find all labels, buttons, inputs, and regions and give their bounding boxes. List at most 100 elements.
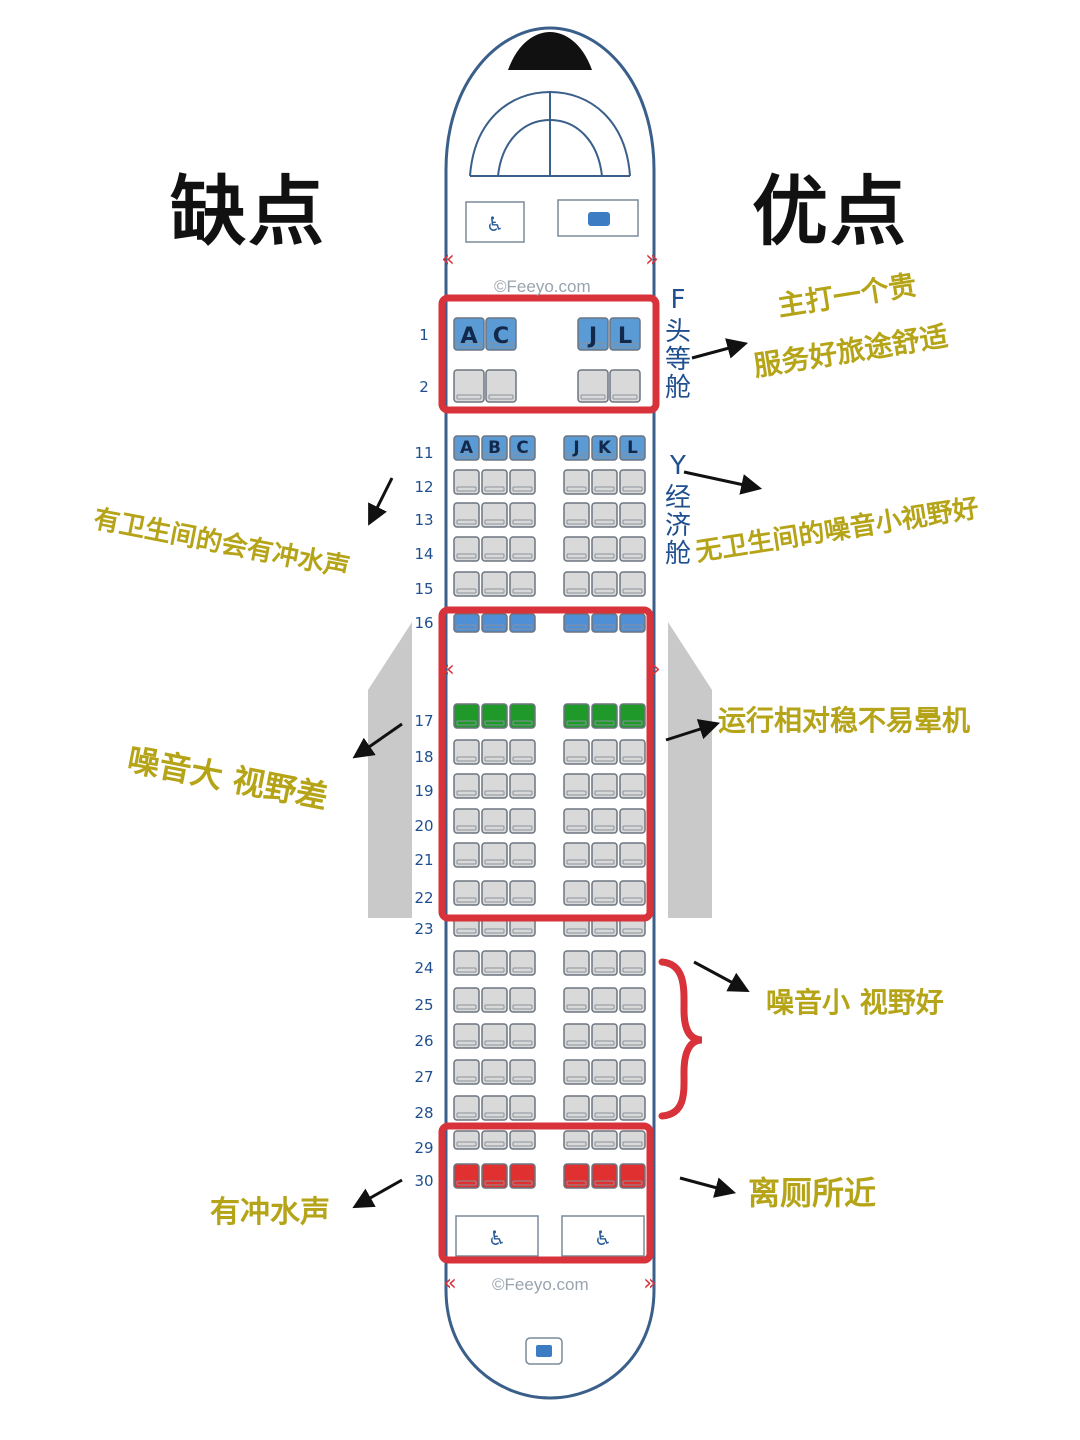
seat-19B	[481, 773, 508, 799]
seat-11B-letter: B	[488, 437, 501, 457]
seat-21L	[619, 842, 646, 868]
seat-22J-cushion	[566, 897, 587, 903]
seat-24C-cushion	[512, 967, 533, 973]
seat-14B	[481, 536, 508, 562]
seat-15B	[481, 571, 508, 597]
seat-1L-cushion	[612, 342, 638, 348]
note-rear-pro: 离厕所近	[748, 1174, 877, 1212]
arrow-rear-mid-pro	[693, 960, 750, 992]
seat-26B	[481, 1023, 508, 1049]
seat-17C	[509, 703, 536, 729]
seat-19L-cushion	[622, 790, 643, 796]
seat-25K-cushion	[594, 1004, 615, 1010]
seat-25B-cushion	[484, 1004, 505, 1010]
seat-26J-cushion	[566, 1040, 587, 1046]
seat-13B-cushion	[484, 519, 505, 525]
seat-14L	[619, 536, 646, 562]
seat-19K	[591, 773, 618, 799]
row-number-23: 23	[414, 920, 433, 938]
seat-21B-cushion	[484, 859, 505, 865]
seat-18C	[509, 739, 536, 765]
seat-28B	[481, 1095, 508, 1121]
seat-29K	[591, 1130, 618, 1150]
seat-16L-cushion	[622, 624, 643, 630]
seat-17J	[563, 703, 590, 729]
seat-17B-cushion	[484, 720, 505, 726]
seat-18K	[591, 739, 618, 765]
seat-16A-cushion	[456, 624, 477, 630]
row-number-18: 18	[414, 748, 433, 766]
seat-17A	[453, 703, 480, 729]
seat-28C-cushion	[512, 1112, 533, 1118]
seat-16B-cushion	[484, 624, 505, 630]
seat-21L-cushion	[622, 859, 643, 865]
seat-22B-cushion	[484, 897, 505, 903]
row-number-2: 2	[419, 378, 429, 396]
seat-13J	[563, 502, 590, 528]
seat-22K-cushion	[594, 897, 615, 903]
seat-29K-cushion	[594, 1141, 615, 1147]
seat-28L-cushion	[622, 1112, 643, 1118]
seat-12C-cushion	[512, 486, 533, 492]
seat-26K-cushion	[594, 1040, 615, 1046]
seat-27K	[591, 1059, 618, 1085]
seat-1A-cushion	[456, 342, 482, 348]
first-class-letter: F	[670, 285, 686, 315]
seat-12K	[591, 469, 618, 495]
seat-24A	[453, 950, 480, 976]
rear-lavatory-left	[455, 1215, 539, 1257]
seat-30K-cushion	[594, 1180, 615, 1186]
seat-16K	[591, 613, 618, 633]
seat-12L-cushion	[622, 486, 643, 492]
seat-21C	[509, 842, 536, 868]
seat-14K	[591, 536, 618, 562]
seat-26A	[453, 1023, 480, 1049]
seat-14J	[563, 536, 590, 562]
seat-22L-cushion	[622, 897, 643, 903]
seat-1C	[485, 317, 517, 351]
seat-30B	[481, 1163, 508, 1189]
left-wing	[368, 622, 412, 918]
seat-12K-cushion	[594, 486, 615, 492]
seat-11C-letter: C	[516, 437, 528, 457]
row-number-29: 29	[414, 1139, 433, 1157]
seat-13K-cushion	[594, 519, 615, 525]
seat-30C	[509, 1163, 536, 1189]
arrow-front-economy-con	[368, 477, 394, 526]
seat-25J	[563, 987, 590, 1013]
seat-29L	[619, 1130, 646, 1150]
seat-13B	[481, 502, 508, 528]
seat-22A	[453, 880, 480, 906]
seat-30L-cushion	[622, 1180, 643, 1186]
seat-14K-cushion	[594, 553, 615, 559]
seat-24L	[619, 950, 646, 976]
seat-23L-cushion	[622, 928, 643, 934]
seat-1C-letter: C	[493, 323, 509, 349]
seat-20B-cushion	[484, 825, 505, 831]
seat-15J	[563, 571, 590, 597]
seat-13L-cushion	[622, 519, 643, 525]
front-galley	[557, 199, 639, 237]
seat-28J-cushion	[566, 1112, 587, 1118]
note-rear-mid-pro: 噪音小 视野好	[766, 986, 944, 1019]
seat-17B	[481, 703, 508, 729]
seat-12A	[453, 469, 480, 495]
seat-18J	[563, 739, 590, 765]
seat-11C	[509, 435, 536, 461]
seat-13J-cushion	[566, 519, 587, 525]
row-number-24: 24	[414, 959, 433, 977]
seat-15J-cushion	[566, 588, 587, 594]
seat-28A-cushion	[456, 1112, 477, 1118]
seat-26C	[509, 1023, 536, 1049]
seat-12J-cushion	[566, 486, 587, 492]
seat-27J-cushion	[566, 1076, 587, 1082]
seat-30A	[453, 1163, 480, 1189]
arrow-first-class	[691, 338, 749, 360]
seat-20K	[591, 808, 618, 834]
highlight-wing-section	[438, 606, 654, 922]
seat-22B	[481, 880, 508, 906]
seat-17K	[591, 703, 618, 729]
arrow-front-economy-pro	[683, 470, 763, 495]
seat-26L-cushion	[622, 1040, 643, 1046]
